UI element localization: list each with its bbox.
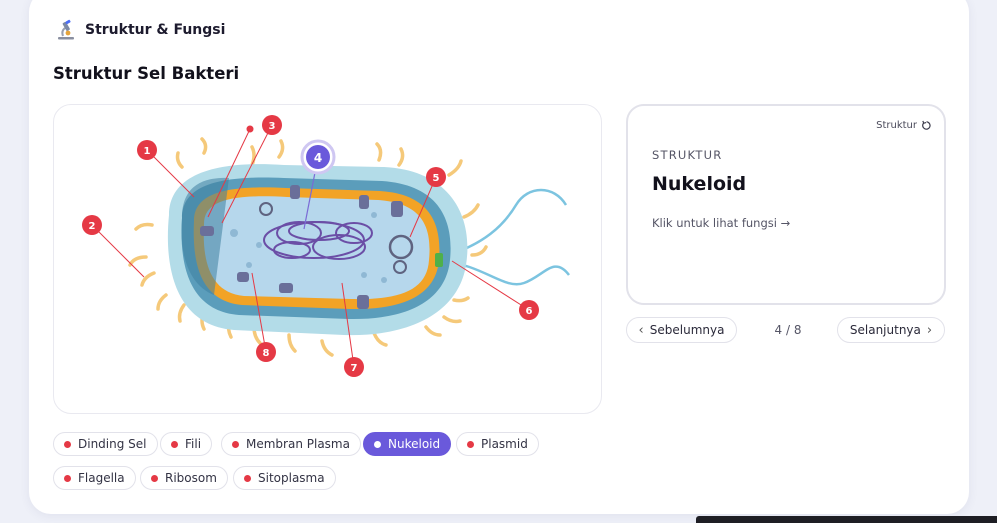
mode-label: Struktur	[876, 120, 917, 131]
marker-4[interactable]: 4	[300, 139, 336, 175]
chip-sitoplasma[interactable]: Sitoplasma	[233, 466, 336, 490]
next-button[interactable]: Selanjutnya ›	[837, 317, 945, 343]
header-title: Struktur & Fungsi	[85, 22, 226, 38]
flip-hint: Klik untuk lihat fungsi →	[652, 216, 791, 230]
marker-6[interactable]: 6	[519, 300, 539, 320]
mode-indicator: Struktur	[876, 120, 932, 131]
marker-number: 8	[263, 348, 270, 359]
section-title: Struktur Sel Bakteri	[53, 64, 240, 83]
chevron-right-icon: ›	[926, 322, 933, 338]
chip-flagella[interactable]: Flagella	[53, 466, 136, 490]
chip-dot	[374, 440, 381, 448]
chip-dot	[171, 440, 178, 448]
bacteria-illustration: 1 2 3 4 5 6 7 8	[82, 115, 570, 377]
marker-5[interactable]: 5	[426, 167, 446, 187]
rotate-icon	[922, 120, 931, 130]
chip-label: Sitoplasma	[258, 471, 325, 485]
marker-number: 2	[89, 221, 96, 232]
flagellum	[441, 188, 570, 286]
marker-3[interactable]: 3	[262, 115, 282, 135]
chip-dot	[64, 474, 71, 482]
structure-flip-card[interactable]: Struktur STRUKTUR Nukeloid Klik untuk li…	[626, 104, 946, 305]
microscope-icon	[58, 19, 74, 40]
chip-label: Nukeloid	[388, 437, 441, 451]
marker-2[interactable]: 2	[82, 215, 102, 235]
marker-number: 3	[269, 121, 276, 132]
structure-category: STRUKTUR	[652, 148, 723, 162]
marker-1[interactable]: 1	[137, 140, 157, 160]
chip-plasmid[interactable]: Plasmid	[456, 432, 539, 456]
marker-7[interactable]: 7	[344, 357, 364, 377]
cytoplasm	[203, 196, 430, 300]
nucleoid	[263, 221, 373, 260]
next-label: Selanjutnya	[849, 323, 921, 337]
taskbar-edge	[696, 516, 997, 523]
chip-label: Ribosom	[165, 471, 217, 485]
cell-diagram: 1 2 3 4 5 6 7 8	[53, 104, 602, 414]
chip-label: Flagella	[78, 471, 125, 485]
chip-dot	[467, 440, 474, 448]
chip-fili[interactable]: Fili	[160, 432, 213, 456]
chevron-left-icon: ‹	[638, 322, 644, 338]
chip-membran-plasma[interactable]: Membran Plasma	[221, 432, 361, 456]
chip-label: Fili	[185, 437, 202, 451]
previous-button[interactable]: ‹ Sebelumnya	[626, 317, 737, 343]
chip-dot	[151, 474, 158, 482]
chip-label: Membran Plasma	[246, 437, 350, 451]
marker-8[interactable]: 8	[256, 342, 276, 362]
chip-ribosom[interactable]: Ribosom	[140, 466, 228, 490]
chip-dot	[244, 474, 251, 482]
previous-label: Sebelumnya	[649, 323, 725, 337]
page-header: Struktur & Fungsi	[55, 19, 225, 41]
chip-label: Dinding Sel	[78, 437, 147, 451]
marker-number: 6	[526, 306, 533, 317]
marker-number: 7	[351, 363, 358, 374]
page-counter: 4 / 8	[774, 323, 802, 337]
chip-dinding-sel[interactable]: Dinding Sel	[53, 432, 158, 456]
chip-nukeloid[interactable]: Nukeloid	[363, 432, 452, 456]
chip-label: Plasmid	[481, 437, 528, 451]
plasmid	[388, 234, 414, 260]
structure-name: Nukeloid	[652, 173, 747, 195]
marker-number: 5	[433, 173, 440, 184]
marker-number: 4	[314, 151, 322, 165]
chip-dot	[64, 440, 71, 448]
chip-dot	[232, 440, 239, 448]
marker-number: 1	[144, 146, 151, 157]
